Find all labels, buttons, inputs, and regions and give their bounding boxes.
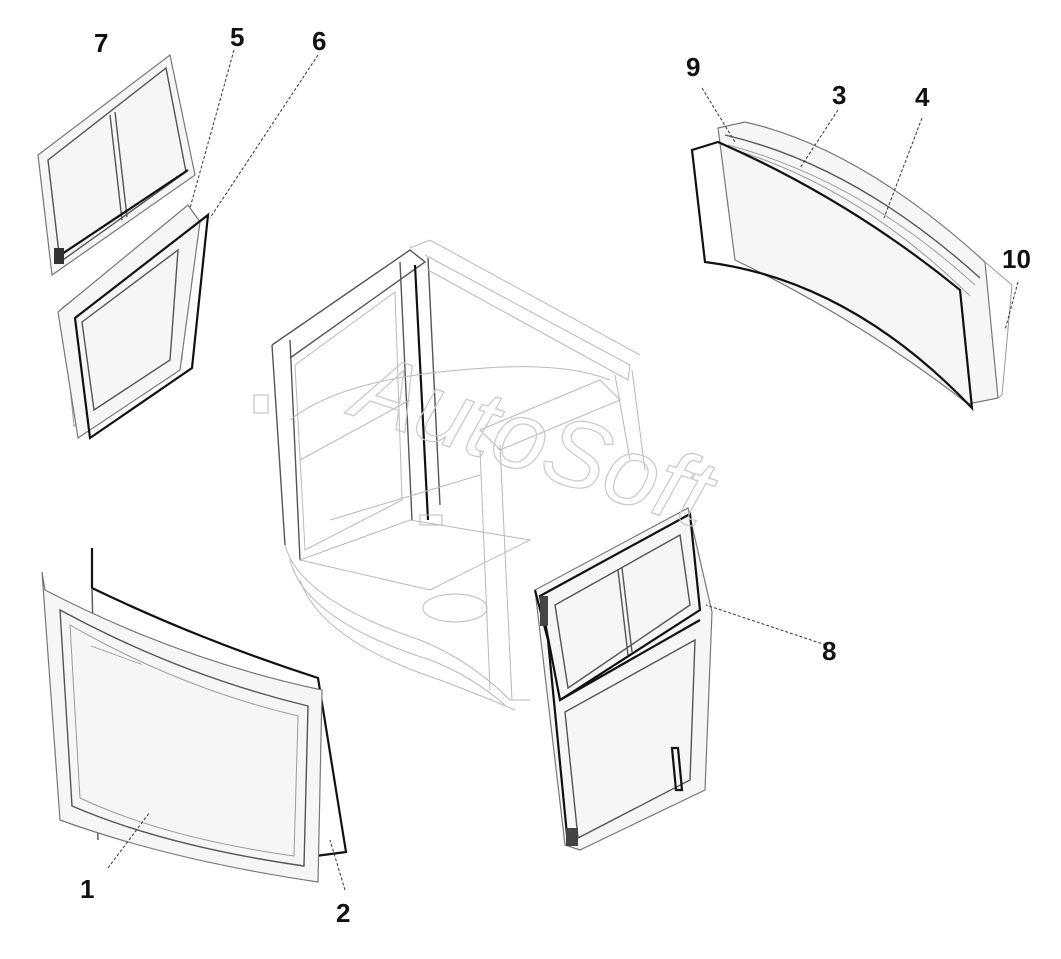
leader-lines (107, 49, 1019, 891)
watermark-text: AutoSoft (338, 331, 729, 549)
callout-6: 6 (312, 26, 326, 56)
callout-2: 2 (336, 898, 350, 928)
part-1-windshield: —————— (41, 571, 323, 883)
callout-5: 5 (230, 22, 244, 52)
part-10-side-seal (984, 261, 1013, 399)
callout-8: 8 (822, 636, 836, 666)
part-7-sliding-window (37, 53, 196, 277)
part-8-door (533, 507, 713, 851)
cab-frame (253, 239, 646, 711)
part-9-seal (717, 121, 999, 405)
callout-7: 7 (94, 28, 108, 58)
callout-4: 4 (915, 82, 930, 112)
part-4-rear-glass (690, 140, 974, 412)
part-6-side-glass (57, 204, 210, 440)
part-3-rear-glass (724, 134, 981, 297)
callout-9: 9 (686, 52, 700, 82)
callout-1: 1 (80, 874, 94, 904)
callout-10: 10 (1002, 244, 1031, 274)
callout-3: 3 (832, 80, 846, 110)
